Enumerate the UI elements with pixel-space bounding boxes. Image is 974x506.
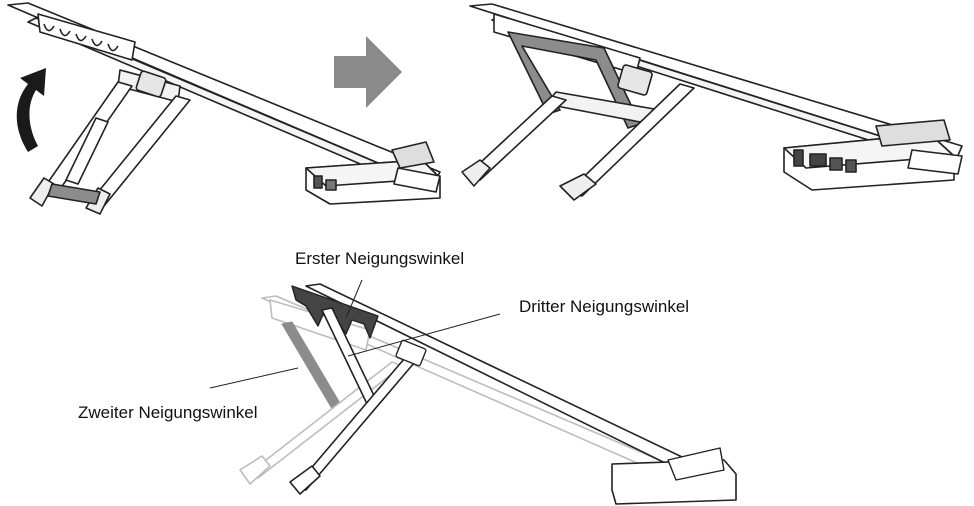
- leader-third: [347, 313, 501, 357]
- stand-folded-view: [7, 2, 441, 215]
- port-2c: [829, 157, 843, 171]
- inner-frame: [65, 117, 109, 185]
- port-1: [313, 175, 323, 189]
- inner-frame-grey: [47, 183, 101, 205]
- third-angle-label: Dritter Neigungswinkel: [519, 297, 690, 316]
- stand-opened-view: [461, 3, 963, 201]
- rear-clamp-2: [875, 119, 951, 147]
- tilt-angles-view: [209, 279, 737, 505]
- first-angle-label: Erster Neigungswinkel: [295, 249, 465, 268]
- rear-clamp-3: [667, 447, 725, 481]
- front-foot-3: [289, 465, 321, 495]
- ghost-foot: [239, 455, 271, 485]
- right-foot-2: [559, 173, 597, 201]
- upper-plate-2: [545, 91, 661, 123]
- second-angle-label: Zweiter Neigungswinkel: [78, 403, 258, 422]
- port-2b: [809, 153, 827, 167]
- rail-end: [393, 167, 441, 193]
- left-foot-2: [461, 159, 491, 187]
- rear-clamp: [391, 141, 435, 169]
- hinge-block-2: [617, 64, 653, 96]
- hinge-block: [135, 70, 167, 98]
- rail-end-2: [907, 149, 963, 175]
- port-2: [325, 179, 337, 191]
- leader-first: [345, 279, 363, 319]
- right-leg-2: [567, 83, 695, 197]
- hinge-3: [395, 339, 427, 367]
- right-arrow-icon: [334, 36, 402, 108]
- finger-slots: [43, 23, 119, 52]
- port-2d: [845, 159, 857, 173]
- curved-up-arrow-icon: [16, 68, 46, 152]
- head-bracket: [37, 13, 136, 61]
- leader-second: [209, 367, 299, 389]
- port-2a: [793, 149, 804, 167]
